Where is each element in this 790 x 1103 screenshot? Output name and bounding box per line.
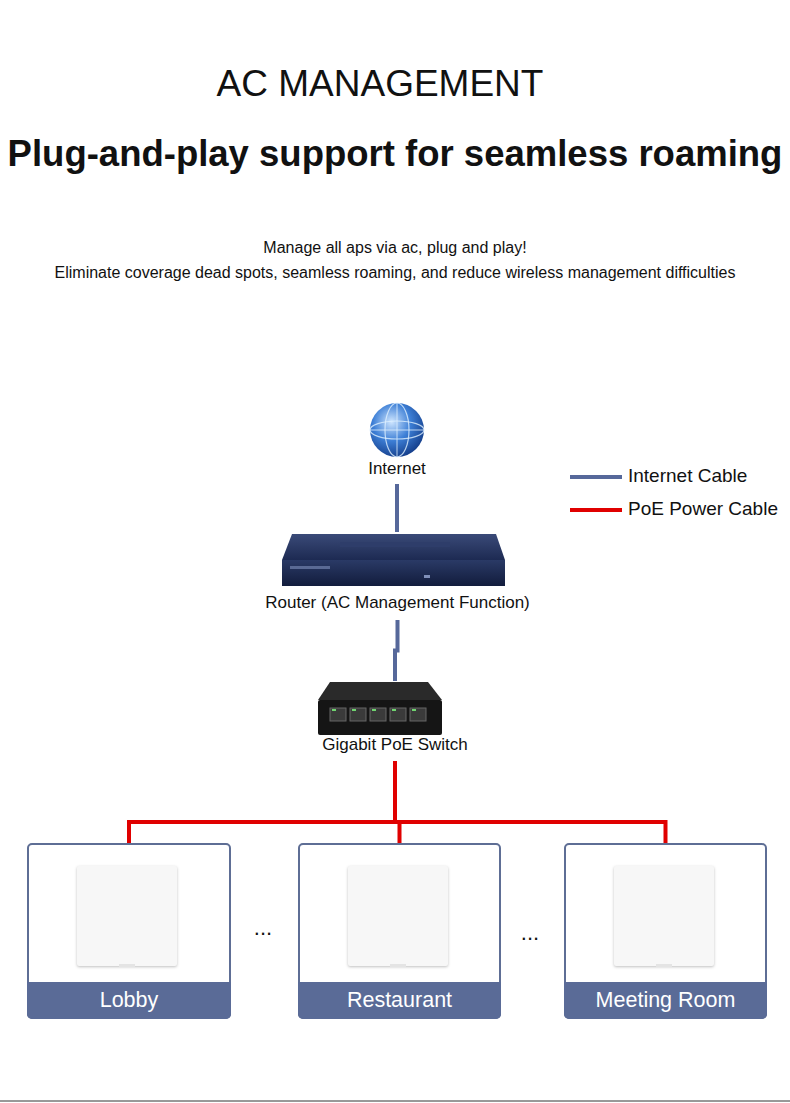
ellipsis: ... xyxy=(521,920,539,946)
legend-text: Internet Cable xyxy=(628,465,747,487)
switch-port xyxy=(370,708,386,721)
room-name: Restaurant xyxy=(298,982,501,1019)
headline: Plug-and-play support for seamless roami… xyxy=(8,133,783,175)
ellipsis: ... xyxy=(254,915,272,941)
access-point-notch xyxy=(119,964,135,967)
legend-swatch xyxy=(570,475,622,479)
room-box: Lobby xyxy=(27,843,231,1019)
access-point xyxy=(614,866,714,966)
label-band: Lobby xyxy=(27,982,231,1019)
title: AC MANAGEMENT xyxy=(0,63,760,105)
port-led xyxy=(392,709,396,711)
globe-icon xyxy=(370,403,424,457)
room-box: Meeting Room xyxy=(564,843,767,1019)
legend-swatch xyxy=(570,508,622,512)
label-band: Restaurant xyxy=(298,982,501,1019)
router-icon xyxy=(282,534,505,586)
label-band: Meeting Room xyxy=(564,982,767,1019)
port-led xyxy=(372,709,376,711)
node-label: Gigabit PoE Switch xyxy=(322,735,468,755)
internet-cable xyxy=(395,484,399,532)
room-name: Lobby xyxy=(27,982,231,1019)
room-name: Meeting Room xyxy=(564,982,767,1019)
access-point-notch xyxy=(390,964,406,967)
bottom-rule xyxy=(0,1101,790,1102)
router-node: Router (AC Management Function) xyxy=(240,532,555,618)
internet-cable xyxy=(395,620,398,681)
switch-port xyxy=(350,708,366,721)
port-led xyxy=(412,709,416,711)
room-box: Restaurant xyxy=(298,843,501,1019)
switch-node: Gigabit PoE Switch xyxy=(300,681,490,759)
internet-node: Internet xyxy=(340,400,454,482)
access-point-notch xyxy=(656,964,672,967)
description-line: Manage all aps via ac, plug and play! xyxy=(263,239,526,257)
switch-port xyxy=(330,708,346,721)
switch-icon xyxy=(318,682,442,735)
port-led xyxy=(352,709,356,711)
description-line: Eliminate coverage dead spots, seamless … xyxy=(55,264,736,282)
legend-text: PoE Power Cable xyxy=(628,498,778,520)
node-label: Internet xyxy=(368,459,426,479)
node-label: Router (AC Management Function) xyxy=(265,593,530,613)
switch-port xyxy=(410,708,426,721)
port-led xyxy=(332,709,336,711)
poe-cable xyxy=(395,761,666,843)
poe-cable xyxy=(129,761,395,843)
switch-port xyxy=(390,708,406,721)
access-point xyxy=(77,866,177,966)
access-point xyxy=(348,866,448,966)
